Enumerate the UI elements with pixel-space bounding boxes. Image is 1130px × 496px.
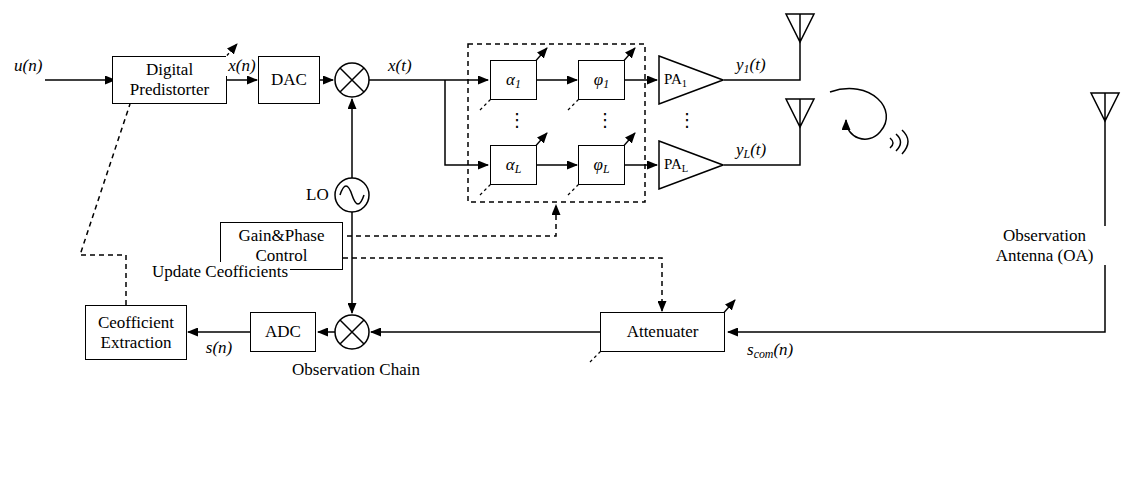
oscillator-symbol [335, 178, 369, 212]
antenna-symbol [786, 99, 814, 127]
amplifier-triangle: PAL [658, 140, 724, 190]
signal-connector [188, 331, 250, 333]
signal-name: x(n) [226, 56, 257, 76]
node-text: LO [306, 185, 329, 205]
wire [320, 79, 333, 81]
process-box: Ceofficient Extraction [85, 305, 187, 360]
annotation: Observation Antenna (OA) [975, 226, 1114, 265]
lo-wire [351, 99, 353, 178]
mixer-symbol [335, 63, 369, 97]
amplifier-triangle: PA1 [658, 55, 724, 105]
antenna-symbol [786, 14, 814, 42]
node-text: Ceofficient Extraction [86, 313, 186, 352]
gain-phase-group [468, 44, 645, 202]
signal-connector [625, 164, 657, 166]
signal-name: yL(t) [734, 140, 768, 160]
mixer-symbol [335, 315, 369, 349]
wire [371, 331, 600, 333]
input-wire [45, 79, 115, 81]
ellipsis: ⋮ [594, 110, 616, 131]
node-text: αL [506, 155, 522, 175]
mixer-cross [340, 68, 364, 92]
node-text: DAC [271, 70, 307, 90]
ellipsis: ⋮ [506, 110, 528, 131]
node-text: PA1 [664, 71, 687, 88]
output-wire [724, 42, 800, 80]
branch-wire [369, 79, 488, 81]
control-connector [80, 104, 130, 305]
lo-wire [351, 212, 353, 313]
gain-box: αL [490, 145, 537, 185]
attenuator-box: Attenuater [600, 312, 725, 352]
node-text: Gain&Phase Control [221, 226, 342, 265]
signal-connector [537, 164, 577, 166]
signal-name: x(t) [386, 56, 414, 76]
signal-connector [537, 79, 577, 81]
annotation: Update Ceofficients [150, 262, 290, 282]
phase-box: φ1 [578, 60, 625, 100]
gain-box: α1 [490, 60, 537, 100]
signal-name: y1(t) [734, 55, 768, 75]
node-text: φ1 [594, 70, 609, 90]
node-text: ADC [265, 322, 301, 342]
node-text: α1 [506, 70, 521, 90]
output-wire [724, 127, 800, 165]
node-text: PAL [664, 156, 688, 173]
ellipsis: ⋮ [676, 110, 698, 131]
branch-wire [445, 80, 488, 165]
coupling-loop [830, 89, 886, 140]
wire [318, 331, 335, 333]
phase-box: φL [578, 145, 625, 185]
oscillator-label: LO [306, 178, 370, 212]
node-text: Attenuater [627, 322, 699, 342]
signal-connector [625, 79, 657, 81]
signal-name: u(n) [12, 56, 44, 76]
sine-symbol [340, 186, 364, 204]
control-connector [343, 258, 662, 311]
control-line [338, 205, 556, 236]
node-text: Digital Predistorter [113, 60, 226, 99]
signal-name: s(n) [204, 338, 234, 358]
signal-name: scom(n) [745, 340, 795, 360]
converter-box: ADC [250, 312, 316, 352]
signal-connector [227, 79, 257, 81]
process-box: Digital Predistorter [112, 56, 227, 104]
annotation: Observation Chain [290, 360, 422, 380]
converter-box: DAC [258, 56, 320, 104]
radio-waves [890, 130, 908, 154]
node-text: φL [593, 155, 609, 175]
observation-antenna [1091, 93, 1119, 121]
mixer-cross [340, 320, 364, 344]
